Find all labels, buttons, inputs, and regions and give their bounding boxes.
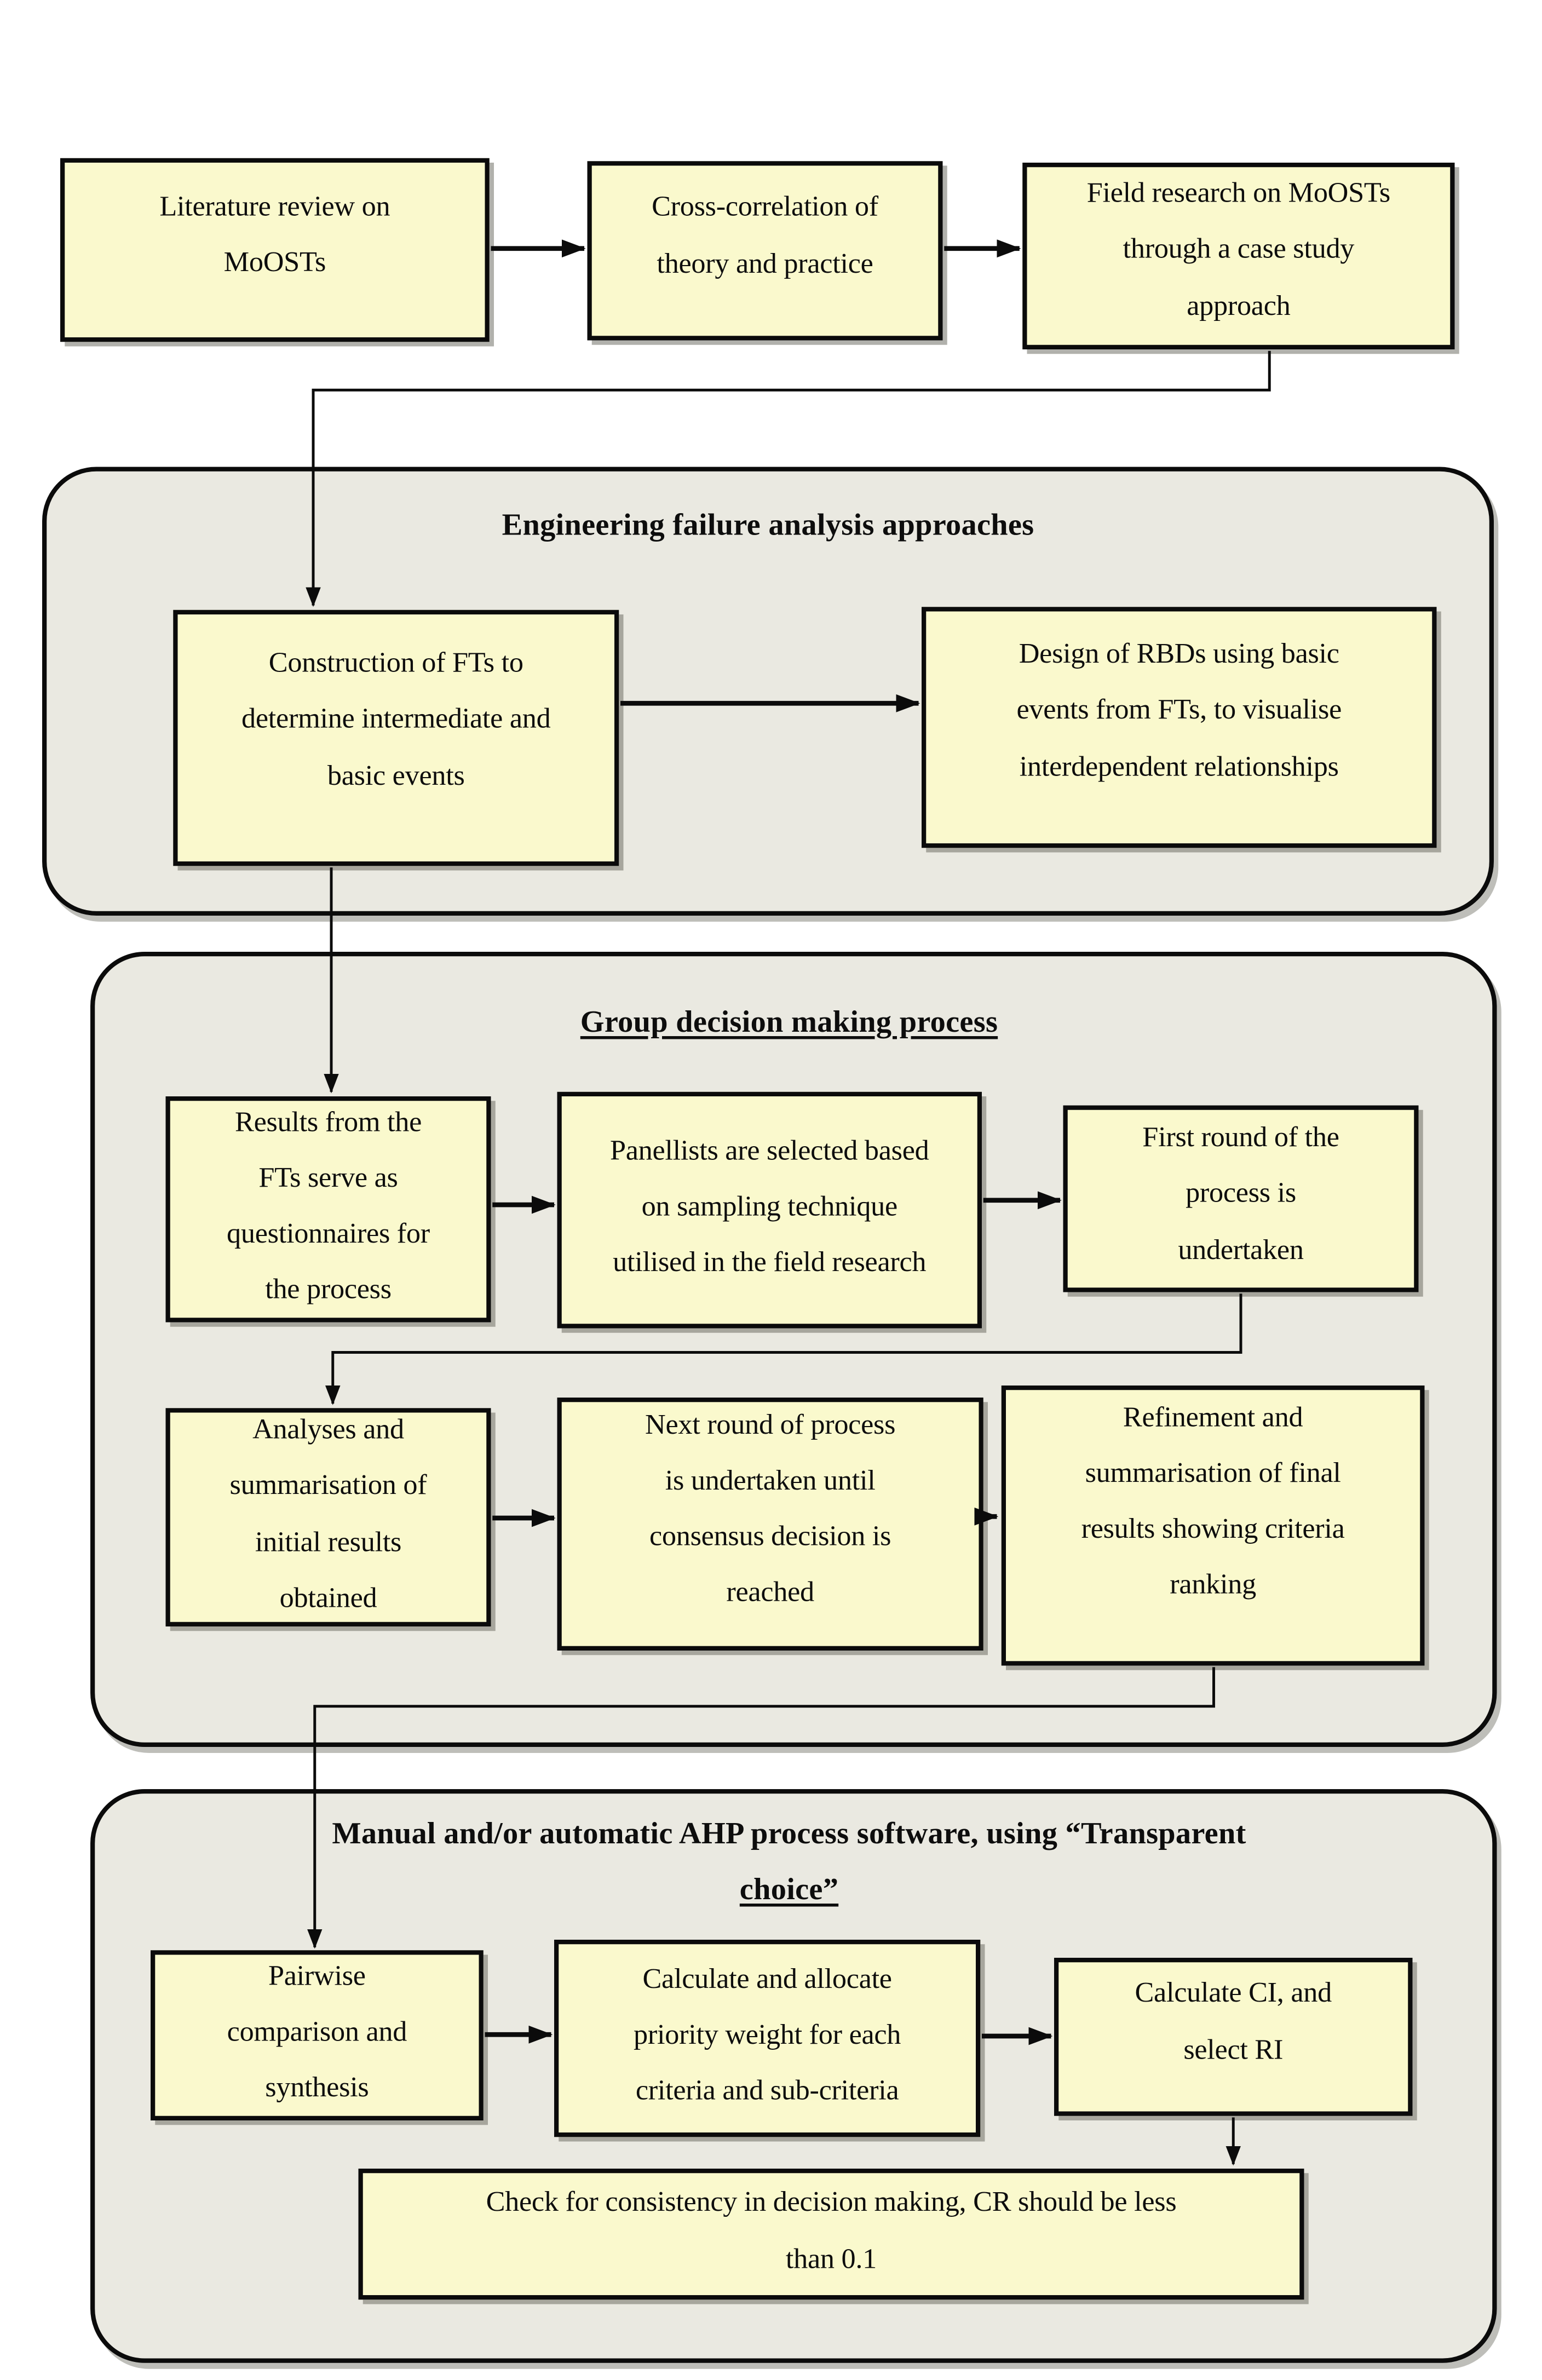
node-literature-review: Literature review on MoOSTs — [60, 158, 490, 342]
node-design-rbds: Design of RBDs using basic events from F… — [922, 607, 1437, 848]
node-field-research: Field research on MoOSTs through a case … — [1022, 163, 1455, 349]
node-first-round: First round of the process is undertaken — [1063, 1105, 1419, 1292]
node-construction-fts: Construction of FTs to determine interme… — [173, 610, 619, 866]
node-refinement: Refinement and summarisation of final re… — [1001, 1386, 1425, 1666]
ahp-section-title-line2: choice” — [739, 1873, 839, 1907]
ahp-section-title-line1: Manual and/or automatic AHP process soft… — [332, 1818, 1246, 1851]
engineering-section-title: Engineering failure analysis approaches — [502, 509, 1034, 543]
node-panellists: Panellists are selected based on samplin… — [557, 1091, 982, 1329]
node-analyses: Analyses and summarisation of initial re… — [165, 1408, 491, 1626]
node-cross-correlation: Cross-correlation of theory and practice — [587, 161, 943, 341]
node-results-fts: Results from the FTs serve as questionna… — [165, 1096, 491, 1323]
group-section-title: Group decision making process — [580, 1006, 998, 1039]
node-pairwise-comparison: Pairwise comparison and synthesis — [151, 1950, 484, 2120]
node-calculate-ci: Calculate CI, and select RI — [1054, 1958, 1413, 2116]
node-consistency-check: Check for consistency in decision making… — [358, 2169, 1304, 2300]
node-calculate-weight: Calculate and allocate priority weight f… — [554, 1940, 981, 2137]
node-next-round: Next round of process is undertaken unti… — [557, 1398, 983, 1651]
